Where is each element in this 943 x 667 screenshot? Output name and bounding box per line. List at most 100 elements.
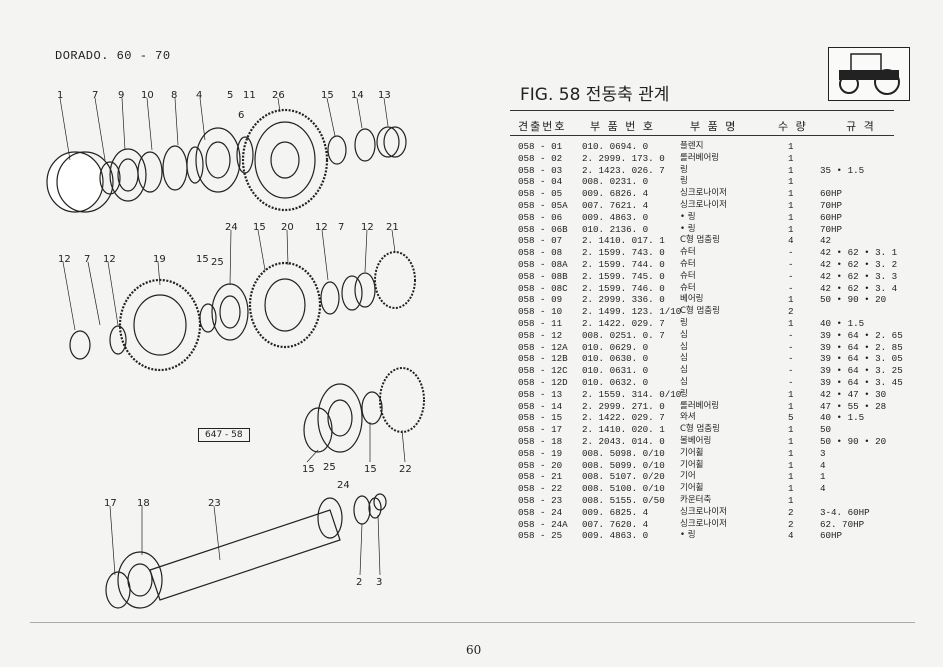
- model-name: DORADO. 60 - 70: [55, 49, 171, 63]
- part-name: 싱크로나이저: [680, 506, 727, 517]
- quantity: 1: [788, 471, 794, 483]
- table-header-rule: [510, 135, 894, 136]
- quantity: 2: [788, 306, 794, 318]
- specification: 39 • 64 • 3. 25: [820, 365, 903, 377]
- part-name: • 링: [680, 211, 696, 222]
- part-number: 2. 1422. 029. 7: [582, 317, 665, 329]
- ref-number: 058 - 12B: [518, 353, 568, 365]
- part-number: 008. 0231. 0: [582, 176, 649, 188]
- quantity: 2: [788, 518, 794, 530]
- part-name: 롤러베어링: [680, 152, 720, 163]
- part-number: 2. 1499. 123. 1/10: [582, 306, 682, 318]
- part-name: 플렌지: [680, 141, 704, 151]
- part-name: C형 멈춤링: [680, 235, 720, 246]
- specification: 3: [820, 447, 826, 459]
- quantity: 1: [788, 141, 794, 152]
- part-number: 009. 4863. 0: [582, 530, 649, 542]
- specification: 42: [820, 235, 832, 247]
- ref-number: 058 - 01: [518, 141, 563, 152]
- part-name: 슈터: [680, 247, 696, 258]
- quantity: -: [788, 341, 794, 353]
- quantity: 4: [788, 235, 794, 247]
- specification: 42 • 62 • 3. 4: [820, 282, 898, 294]
- part-name: 와셔: [680, 412, 696, 423]
- callout-6: 6: [238, 110, 244, 121]
- ref-number: 058 - 12C: [518, 365, 568, 377]
- part-name: 기어: [680, 471, 696, 482]
- part-name: 싱크로나이저: [680, 199, 727, 210]
- specification: 39 • 64 • 2. 65: [820, 329, 903, 341]
- callout-15b: 15: [253, 222, 266, 233]
- ref-number: 058 - 10: [518, 306, 563, 318]
- callout-12c: 12: [315, 222, 328, 233]
- quantity: 1: [788, 447, 794, 459]
- part-name: 심: [680, 376, 688, 387]
- part-number: 010. 0630. 0: [582, 353, 649, 365]
- quantity: -: [788, 376, 794, 388]
- quantity: -: [788, 329, 794, 341]
- ref-number: 058 - 18: [518, 435, 563, 447]
- part-name: 심: [680, 329, 688, 340]
- quantity: 1: [788, 400, 794, 412]
- callout-11: 11: [243, 90, 256, 101]
- callout-23: 23: [208, 498, 221, 509]
- part-name: 슈터: [680, 270, 696, 281]
- callout-15d: 15: [364, 464, 377, 475]
- part-number: 2. 1599. 743. 0: [582, 247, 665, 259]
- quantity: 1: [788, 483, 794, 495]
- part-number: 009. 4863. 0: [582, 211, 649, 223]
- ref-number: 058 - 12D: [518, 376, 568, 388]
- specification: 35 • 1.5: [820, 164, 865, 176]
- part-name: 기어휠: [680, 483, 704, 494]
- specification: 40 • 1.5: [820, 412, 865, 424]
- part-number: 008. 5107. 0/20: [582, 471, 665, 483]
- callout-22: 22: [399, 464, 412, 475]
- quantity: 1: [788, 152, 794, 164]
- ref-number: 058 - 22: [518, 483, 563, 495]
- callout-7: 7: [92, 90, 98, 101]
- specification: 60HP: [820, 211, 843, 223]
- part-name: 심: [680, 341, 688, 352]
- part-number: 2. 1422. 029. 7: [582, 412, 665, 424]
- part-name: 카운터축: [680, 494, 712, 505]
- part-name: 기어휠: [680, 459, 704, 470]
- callout-12d: 12: [361, 222, 374, 233]
- col-header-qty: 수 량: [778, 120, 808, 133]
- specification: 50 • 90 • 20: [820, 435, 887, 447]
- page-bottom-rule: [30, 622, 915, 623]
- part-name: 심: [680, 353, 688, 364]
- part-number: 2. 1599. 744. 0: [582, 258, 665, 270]
- callout-21: 21: [386, 222, 399, 233]
- specification: 50: [820, 424, 832, 436]
- diagram-code-box: 647 - 58: [198, 428, 250, 442]
- part-name: 롤러베어링: [680, 400, 720, 411]
- part-name: C형 멈춤링: [680, 306, 720, 317]
- part-number: 008. 5155. 0/50: [582, 494, 665, 506]
- specification: 60HP: [820, 188, 843, 200]
- col-header-name: 부 품 명: [690, 120, 738, 133]
- callout-26: 26: [272, 90, 285, 101]
- callout-25a: 25: [211, 257, 224, 268]
- col-header-spec: 규 격: [846, 120, 876, 133]
- part-number: 2. 1599. 746. 0: [582, 282, 665, 294]
- part-number: 009. 6825. 4: [582, 506, 649, 518]
- callout-12a: 12: [58, 254, 71, 265]
- ref-number: 058 - 07: [518, 235, 563, 247]
- part-name: 싱크로나이저: [680, 518, 727, 529]
- ref-number: 058 - 17: [518, 424, 563, 436]
- specification: 4: [820, 459, 826, 471]
